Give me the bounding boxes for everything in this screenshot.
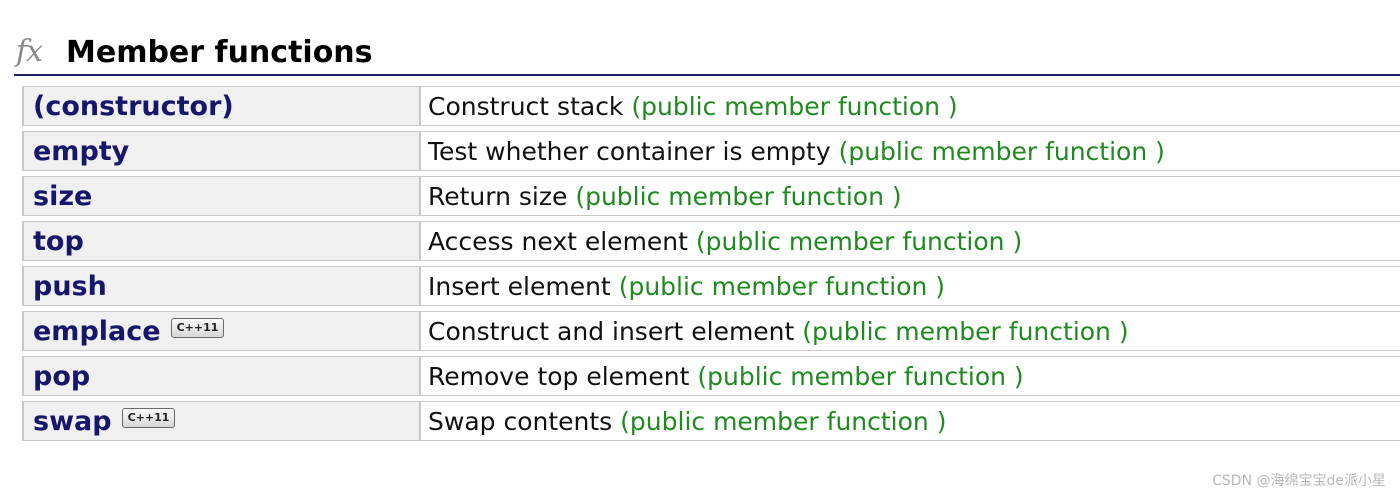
member-name-link[interactable]: emplace	[33, 315, 161, 347]
member-description: Remove top element	[428, 361, 690, 391]
member-row: (constructor) Construct stack (public mem…	[22, 86, 1400, 126]
member-row: emplace C++11 Construct and insert element…	[22, 311, 1400, 351]
member-kind: (public member function )	[838, 136, 1165, 166]
member-name-link[interactable]: push	[33, 270, 107, 302]
member-kind: (public member function )	[620, 406, 947, 436]
member-description-cell: Insert element (public member function )	[421, 266, 1400, 306]
member-kind: (public member function )	[697, 361, 1024, 391]
section-title: Member functions	[66, 35, 373, 70]
member-name-cell: push	[22, 266, 421, 306]
cpp11-badge: C++11	[121, 408, 176, 428]
member-rows: (constructor) Construct stack (public mem…	[22, 86, 1400, 441]
member-row: empty Test whether container is empty (pu…	[22, 131, 1400, 171]
member-name-link[interactable]: pop	[33, 360, 91, 392]
member-functions-table: (constructor) Construct stack (public mem…	[22, 81, 1400, 446]
member-description-cell: Access next element (public member funct…	[421, 221, 1400, 261]
member-row: top Access next element (public member fu…	[22, 221, 1400, 261]
watermark: CSDN @海绵宝宝de派小星	[1212, 473, 1386, 489]
member-row: size Return size (public member function …	[22, 176, 1400, 216]
member-name-link[interactable]: empty	[33, 135, 130, 167]
member-description: Construct and insert element	[428, 316, 795, 346]
member-description-cell: Construct and insert element (public mem…	[421, 311, 1400, 351]
member-row: swap C++11 Swap contents (public member fu…	[22, 401, 1400, 441]
member-name-cell: swap C++11	[22, 401, 421, 441]
member-description-cell: Construct stack (public member function …	[421, 86, 1400, 126]
member-name-cell: empty	[22, 131, 421, 171]
member-description: Construct stack	[428, 91, 624, 121]
member-name-cell: emplace C++11	[22, 311, 421, 351]
member-row: pop Remove top element (public member fun…	[22, 356, 1400, 396]
member-kind: (public member function )	[802, 316, 1129, 346]
member-description: Access next element	[428, 226, 688, 256]
member-name-cell: pop	[22, 356, 421, 396]
member-name-link[interactable]: (constructor)	[33, 90, 234, 122]
fx-function-icon: fx	[16, 34, 43, 69]
member-description: Return size	[428, 181, 568, 211]
member-kind: (public member function )	[575, 181, 902, 211]
member-description: Insert element	[428, 271, 611, 301]
member-description: Swap contents	[428, 406, 613, 436]
section-header: fx Member functions	[14, 30, 1400, 76]
member-name-cell: top	[22, 221, 421, 261]
cpp11-badge: C++11	[170, 318, 225, 338]
member-name-cell: size	[22, 176, 421, 216]
member-description-cell: Remove top element (public member functi…	[421, 356, 1400, 396]
member-kind: (public member function )	[695, 226, 1023, 256]
member-kind: (public member function )	[618, 271, 946, 301]
member-name-link[interactable]: swap	[33, 405, 112, 437]
member-name-link[interactable]: top	[33, 225, 84, 257]
member-description-cell: Test whether container is empty (public …	[421, 131, 1400, 171]
member-description: Test whether container is empty	[428, 136, 831, 166]
member-row: push Insert element (public member functi…	[22, 266, 1400, 306]
member-name-cell: (constructor)	[22, 86, 421, 126]
member-kind: (public member function )	[631, 91, 958, 121]
member-description-cell: Swap contents (public member function )	[421, 401, 1400, 441]
member-description-cell: Return size (public member function )	[421, 176, 1400, 216]
member-name-link[interactable]: size	[33, 180, 93, 212]
